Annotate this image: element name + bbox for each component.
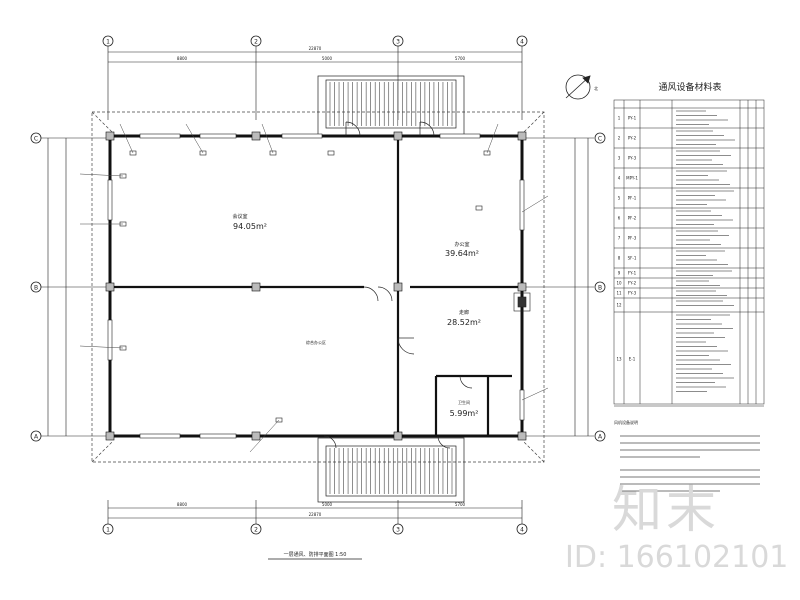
schedule-row-no: 2: [618, 136, 621, 141]
schedule-row-code: PF-3: [628, 236, 637, 241]
left-dimensions: [40, 137, 110, 437]
bottom-axis-bubbles: [102, 523, 528, 535]
right-axis-bubbles: [594, 132, 606, 442]
axis-right-b: B: [598, 285, 602, 292]
room-3-area: 28.52m²: [447, 318, 481, 327]
bottom-dim-2: 5000: [322, 502, 333, 507]
top-dim-1: 8800: [177, 56, 188, 61]
schedule-row-code: FY-1: [628, 271, 637, 276]
schedule-row-no: 6: [618, 216, 621, 221]
north-label: 北: [594, 85, 598, 91]
axis-top-2: 2: [254, 39, 258, 46]
schedule-row-no: 7: [618, 236, 621, 241]
notes-text-lines: [620, 435, 760, 492]
schedule-row-no: 1: [618, 116, 621, 121]
top-dim-2: 5000: [322, 56, 333, 61]
axis-bottom-1: 1: [106, 527, 110, 534]
schedule-rows: 1 PY-1 2 PY-2 3 PY-3 4 MPY-1 5 PF-1 6 PF-2 7 PF-3 8 SF-…: [614, 100, 764, 407]
top-stairs: [317, 75, 465, 137]
interior-walls: [110, 136, 522, 436]
room-3-name: 走廊: [459, 309, 469, 316]
equipment-markers: [119, 150, 531, 423]
room-4-area: 5.99m²: [450, 409, 479, 418]
doors: [323, 121, 473, 449]
bottom-dim-1: 8800: [177, 502, 188, 507]
schedule-row-code: MPY-1: [626, 176, 638, 181]
axis-left-a: A: [34, 434, 39, 441]
room-2-name: 办公室: [454, 241, 469, 248]
top-stair-treads: [329, 82, 453, 126]
watermark-id: ID: 166102101: [565, 540, 789, 575]
bottom-stairs: [317, 437, 465, 503]
schedule-row-code: FY-3: [628, 291, 637, 296]
axis-top-1: 1: [106, 39, 110, 46]
watermark-logo: 知末: [612, 481, 720, 539]
north-arrow-icon: [565, 74, 591, 100]
schedule-row-no: 11: [616, 291, 622, 296]
top-total-dim: 22870: [309, 46, 322, 51]
schedule-row-code: E-1: [629, 357, 636, 362]
schedule-row-no: 10: [616, 281, 622, 286]
axis-top-3: 3: [396, 39, 400, 46]
bottom-dim-3: 5700: [455, 502, 466, 507]
room-1-area: 94.05m²: [233, 222, 267, 231]
schedule-row-code: PF-1: [628, 196, 637, 201]
axis-bottom-2: 2: [254, 527, 258, 534]
top-dim-3: 5700: [455, 56, 466, 61]
schedule-row-no: 5: [618, 196, 621, 201]
schedule-title: 通风设备材料表: [658, 81, 721, 93]
left-axis-bubbles: [30, 132, 42, 442]
schedule-table: [613, 99, 765, 405]
axis-right-a: A: [598, 434, 603, 441]
bottom-dimensions: [107, 500, 523, 524]
axis-left-c: C: [34, 136, 38, 143]
schedule-row-code: PF-2: [628, 216, 637, 221]
axis-right-c: C: [598, 136, 602, 143]
schedule-row-no: 9: [618, 271, 621, 276]
drawing-title: 一层通风、防排平面图 1:50: [284, 551, 347, 558]
axis-top-4: 4: [520, 39, 524, 46]
axis-bottom-4: 4: [520, 527, 524, 534]
schedule-row-no: 4: [618, 176, 621, 181]
notes-title: 风机设备说明: [614, 419, 638, 425]
schedule-row-code: PY-2: [628, 136, 637, 141]
schedule-row-code: SF-1: [628, 256, 637, 261]
room-2-area: 39.64m²: [445, 249, 479, 258]
schedule-row-no: 3: [618, 156, 621, 161]
schedule-row-no: 8: [618, 256, 621, 261]
right-dimensions: [522, 137, 594, 437]
columns: [105, 131, 527, 441]
schedule-row-code: PY-3: [628, 156, 637, 161]
axis-left-b: B: [34, 285, 38, 292]
schedule-row-no: 13: [616, 357, 622, 362]
room-4-name: 卫生间: [458, 399, 470, 405]
leader-lines: [79, 123, 549, 453]
top-axis-bubbles: [102, 35, 528, 47]
bottom-total-dim: 22870: [309, 512, 322, 517]
windows: [107, 133, 525, 439]
schedule-row-no: 12: [616, 303, 622, 308]
schedule-row-code: PY-1: [628, 116, 637, 121]
room-5-name: 综合办公区: [306, 339, 326, 345]
axis-bottom-3: 3: [396, 527, 400, 534]
room-1-name: 会议室: [232, 213, 247, 220]
schedule-row-code: FY-2: [628, 281, 637, 286]
bottom-stair-treads: [329, 448, 453, 494]
